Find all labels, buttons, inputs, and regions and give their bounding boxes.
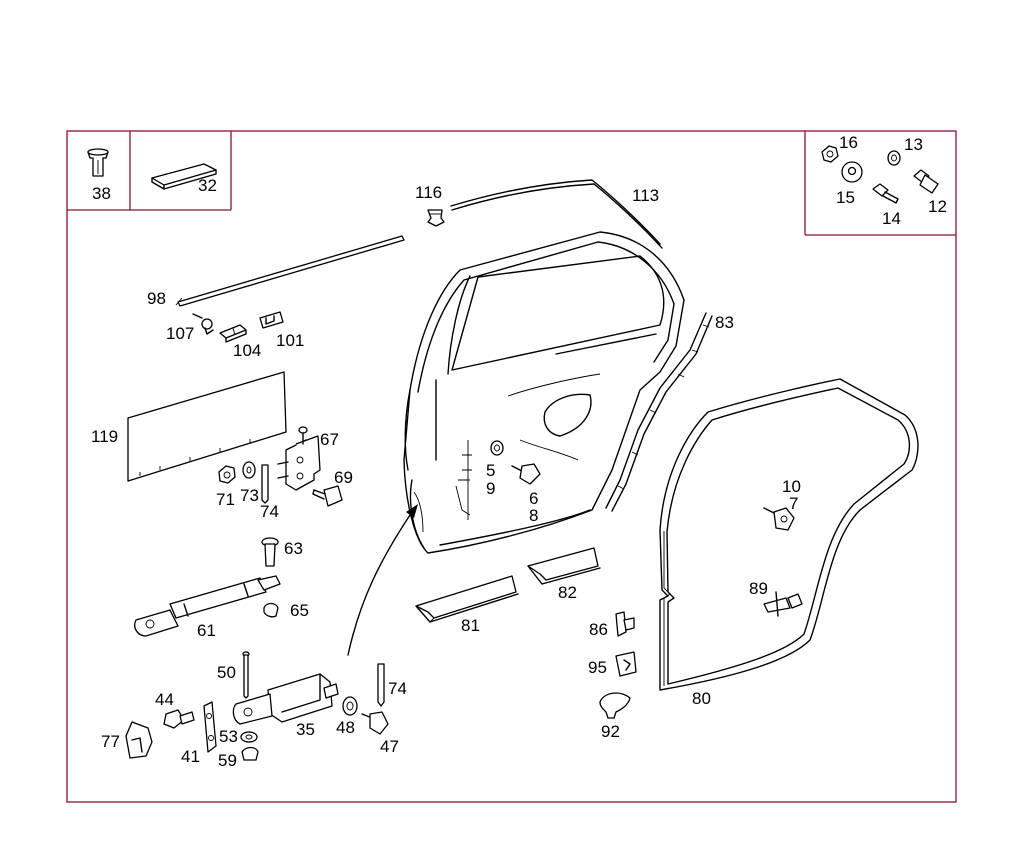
callout-labels: 38 32 16 13 15 14 12 116 113 98 107 104 … <box>91 133 947 770</box>
callout-10: 10 <box>782 477 801 496</box>
part-67-hinge[interactable] <box>277 426 321 491</box>
callout-65: 65 <box>290 601 309 620</box>
callout-15: 15 <box>836 188 855 207</box>
callout-74b: 74 <box>388 679 407 698</box>
callout-6: 6 <box>529 489 538 508</box>
callout-107: 107 <box>166 324 194 343</box>
part-116-clip[interactable] <box>427 209 445 227</box>
part-73-washer[interactable] <box>242 461 256 479</box>
callout-89: 89 <box>749 579 768 598</box>
callout-86: 86 <box>589 620 608 639</box>
callout-73: 73 <box>240 486 259 505</box>
diagram-frame <box>66 130 957 803</box>
callout-61: 61 <box>197 621 216 640</box>
part-107-screw[interactable] <box>192 313 214 335</box>
part-14-screw[interactable] <box>872 183 899 204</box>
part-50-pin[interactable] <box>242 651 250 699</box>
part-12-bolt[interactable] <box>913 169 939 194</box>
part-81-trim[interactable] <box>415 575 519 623</box>
part-47-bolt[interactable] <box>361 711 389 735</box>
callout-41: 41 <box>181 747 200 766</box>
callout-48: 48 <box>336 718 355 737</box>
part-13-washer[interactable] <box>887 150 901 166</box>
part-7-screw[interactable] <box>763 507 795 531</box>
part-113-roof-strip[interactable] <box>450 179 663 249</box>
callout-101: 101 <box>276 331 304 350</box>
callout-38: 38 <box>92 184 111 203</box>
part-89-clip[interactable] <box>763 591 803 617</box>
callout-50: 50 <box>217 663 236 682</box>
callout-77: 77 <box>101 732 120 751</box>
callout-63: 63 <box>284 539 303 558</box>
part-35-door-check[interactable] <box>232 673 339 725</box>
part-15-washer[interactable] <box>841 161 863 183</box>
part-48-washer[interactable] <box>342 696 358 716</box>
part-44-bolt[interactable] <box>163 709 195 729</box>
part-5-grommet[interactable] <box>490 440 504 456</box>
part-74-pin-upper[interactable] <box>261 464 269 504</box>
callout-16: 16 <box>839 133 858 152</box>
callout-9: 9 <box>486 479 495 498</box>
part-77-bracket[interactable] <box>125 721 153 759</box>
callout-13: 13 <box>904 135 923 154</box>
part-82-trim[interactable] <box>527 547 601 585</box>
callout-119: 119 <box>91 427 118 446</box>
callout-69: 69 <box>334 468 353 487</box>
part-61-gas-strut[interactable] <box>134 575 281 637</box>
callout-113: 113 <box>632 186 659 205</box>
part-53-washer[interactable] <box>240 731 258 743</box>
callout-44: 44 <box>155 690 174 709</box>
part-69-bolt[interactable] <box>312 485 343 507</box>
callout-7: 7 <box>789 494 798 513</box>
part-38-rivet-nut[interactable] <box>87 148 109 177</box>
part-98-trim-strip[interactable] <box>175 235 405 307</box>
part-65-clip[interactable] <box>263 602 279 618</box>
callout-82: 82 <box>558 583 577 602</box>
callout-12: 12 <box>928 197 947 216</box>
part-80-door-seal[interactable] <box>659 378 919 691</box>
door-shell <box>403 231 685 554</box>
part-59-clip[interactable] <box>241 746 259 761</box>
callout-80: 80 <box>692 689 711 708</box>
part-6-bolt[interactable] <box>511 463 541 485</box>
part-32-adhesive-pad[interactable] <box>151 163 217 190</box>
part-101-clip[interactable] <box>259 311 284 329</box>
part-86-clip[interactable] <box>615 611 635 637</box>
part-71-nut[interactable] <box>218 465 236 484</box>
callout-92: 92 <box>601 722 620 741</box>
part-119-membrane[interactable] <box>127 371 287 482</box>
part-16-nut[interactable] <box>821 145 839 163</box>
part-63-bolt[interactable] <box>261 537 279 567</box>
callout-98: 98 <box>147 289 166 308</box>
callout-81: 81 <box>461 616 480 635</box>
callout-104: 104 <box>233 341 261 360</box>
callout-95: 95 <box>588 658 607 677</box>
part-74-pin-lower[interactable] <box>377 663 385 707</box>
callout-8: 8 <box>529 506 538 525</box>
callout-116: 116 <box>415 183 442 202</box>
part-104-clip[interactable] <box>219 324 247 343</box>
part-95-clip[interactable] <box>615 651 637 677</box>
part-41-plate[interactable] <box>203 701 217 753</box>
assembly-arrow <box>347 504 418 656</box>
callout-35: 35 <box>296 720 315 739</box>
callout-47: 47 <box>380 737 399 756</box>
callout-53: 53 <box>219 727 238 746</box>
callout-59: 59 <box>218 751 237 770</box>
callout-83: 83 <box>715 313 734 332</box>
callout-74a: 74 <box>260 502 279 521</box>
callout-71: 71 <box>216 490 235 509</box>
callout-5: 5 <box>486 461 495 480</box>
callout-14: 14 <box>882 209 901 228</box>
callout-32: 32 <box>198 176 217 195</box>
part-83-window-channel[interactable] <box>605 312 713 512</box>
callout-67: 67 <box>320 430 339 449</box>
part-92-clip[interactable] <box>599 692 631 719</box>
